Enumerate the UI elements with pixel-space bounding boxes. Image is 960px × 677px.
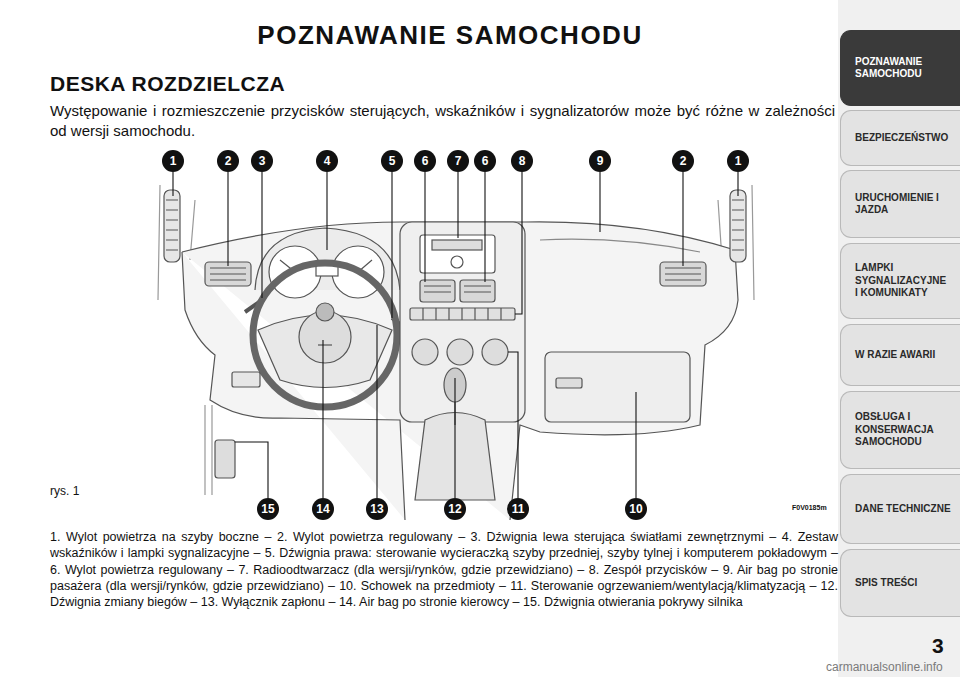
chapter-tab: DANE TECHNICZNE bbox=[840, 474, 960, 544]
watermark: carmanualsonline.info bbox=[826, 660, 943, 674]
chapter-tab: W RAZIE AWARII bbox=[840, 324, 960, 386]
tab-label: DANE TECHNICZNE bbox=[855, 503, 951, 516]
callout-number: 12 bbox=[444, 498, 466, 520]
chapter-tab: BEZPIECZEŃSTWO bbox=[840, 110, 960, 166]
figure-number: rys. 1 bbox=[50, 484, 79, 498]
section-heading: DESKA ROZDZIELCZA bbox=[50, 72, 285, 96]
chapter-tab: OBSŁUGA I KONSERWACJA SAMOCHODU bbox=[840, 391, 960, 469]
callout-number: 1 bbox=[727, 150, 749, 172]
callout-number: 5 bbox=[381, 150, 403, 172]
callout-number: 3 bbox=[251, 150, 273, 172]
tab-label: LAMPKI SYGNALIZACYJNE I KOMUNIKATY bbox=[855, 262, 951, 300]
callout-number: 15 bbox=[257, 498, 279, 520]
page-number: 3 bbox=[932, 634, 944, 658]
tab-label: URUCHOMIENIE I JAZDA bbox=[855, 192, 951, 217]
callout-number: 9 bbox=[589, 150, 611, 172]
callout-number: 10 bbox=[625, 498, 647, 520]
callout-number: 13 bbox=[366, 498, 388, 520]
callout-number: 8 bbox=[511, 150, 533, 172]
callout-number: 11 bbox=[507, 498, 529, 520]
callout-number: 6 bbox=[414, 150, 436, 172]
callout-number: 6 bbox=[474, 150, 496, 172]
callout-number: 2 bbox=[672, 150, 694, 172]
intro-text: Występowanie i rozmieszczenie przycisków… bbox=[50, 101, 835, 141]
figure-code: F0V0185m bbox=[792, 504, 827, 511]
chapter-tab: URUCHOMIENIE I JAZDA bbox=[840, 170, 960, 238]
sidebar-strip bbox=[838, 0, 960, 677]
chapter-tab: POZNAWANIE SAMOCHODU bbox=[840, 30, 960, 106]
callout-number: 2 bbox=[217, 150, 239, 172]
chapter-tab: LAMPKI SYGNALIZACYJNE I KOMUNIKATY bbox=[840, 243, 960, 319]
callout-number: 1 bbox=[162, 150, 184, 172]
callout-number: 4 bbox=[316, 150, 338, 172]
tab-label: W RAZIE AWARII bbox=[855, 349, 951, 362]
chapter-tab: SPIS TREŚCI bbox=[840, 549, 960, 617]
page-title: POZNAWANIE SAMOCHODU bbox=[60, 20, 840, 51]
callout-number: 7 bbox=[447, 150, 469, 172]
tab-label: SPIS TREŚCI bbox=[855, 577, 951, 590]
tab-label: POZNAWANIE SAMOCHODU bbox=[855, 56, 951, 81]
tab-label: OBSŁUGA I KONSERWACJA SAMOCHODU bbox=[855, 411, 951, 449]
tab-label: BEZPIECZEŃSTWO bbox=[855, 132, 951, 145]
figure-legend-text: 1. Wylot powietrza na szyby boczne – 2. … bbox=[50, 529, 838, 610]
callout-number: 14 bbox=[312, 498, 334, 520]
